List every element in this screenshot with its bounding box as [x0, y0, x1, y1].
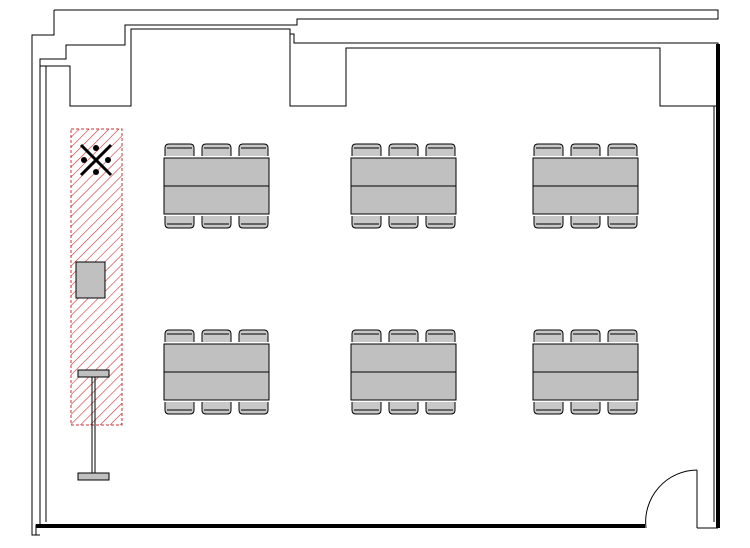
stand-base	[77, 472, 110, 481]
chair-top	[164, 329, 195, 342]
projector-cross-icon	[79, 143, 113, 177]
table-group-2-1	[163, 329, 270, 415]
chair-top	[533, 329, 564, 342]
chair-top	[425, 329, 456, 342]
table-bottom	[532, 185, 639, 215]
chair-top	[425, 143, 456, 156]
chair-top	[388, 143, 419, 156]
chair-bottom	[238, 216, 269, 229]
outer-wall-top	[35, 9, 719, 535]
screen-stand	[77, 369, 110, 481]
table-group-1-1	[163, 143, 270, 229]
chair-bottom	[201, 402, 232, 415]
table-top	[532, 157, 639, 187]
chair-top	[164, 143, 195, 156]
chair-bottom	[201, 216, 232, 229]
table-group-2-2	[350, 329, 457, 415]
thick-walls	[36, 44, 720, 528]
lectern	[75, 261, 106, 299]
table-groups	[163, 143, 639, 415]
chair-bottom	[570, 402, 601, 415]
table-bottom	[350, 185, 457, 215]
chair-top	[533, 143, 564, 156]
table-top	[532, 343, 639, 373]
chair-bottom	[388, 402, 419, 415]
table-bottom	[350, 371, 457, 401]
table-top	[163, 343, 270, 373]
chair-bottom	[425, 216, 456, 229]
chair-top	[388, 329, 419, 342]
chair-bottom	[533, 216, 564, 229]
door-swing-arc	[645, 469, 698, 529]
table-bottom	[532, 371, 639, 401]
chair-bottom	[351, 216, 382, 229]
chair-top	[351, 329, 382, 342]
table-bottom	[163, 371, 270, 401]
chair-top	[201, 143, 232, 156]
table-top	[163, 157, 270, 187]
chair-top	[570, 329, 601, 342]
chair-bottom	[164, 216, 195, 229]
chair-bottom	[351, 402, 382, 415]
chair-top	[238, 329, 269, 342]
chair-bottom	[238, 402, 269, 415]
chair-bottom	[533, 402, 564, 415]
chair-bottom	[607, 216, 638, 229]
projector-dots	[81, 145, 111, 175]
table-group-1-2	[350, 143, 457, 229]
outer-wall-left	[31, 10, 55, 536]
table-bottom	[163, 185, 270, 215]
chair-bottom	[607, 402, 638, 415]
teaching-zone	[70, 128, 123, 426]
chair-bottom	[425, 402, 456, 415]
door	[645, 469, 718, 529]
stand-top-bar	[77, 369, 110, 378]
chair-top	[351, 143, 382, 156]
table-top	[350, 343, 457, 373]
chair-top	[607, 143, 638, 156]
chair-bottom	[164, 402, 195, 415]
chair-top	[607, 329, 638, 342]
inner-wall-top	[40, 28, 719, 107]
table-group-1-3	[532, 143, 639, 229]
table-group-2-3	[532, 329, 639, 415]
walls	[31, 9, 719, 536]
chair-top	[570, 143, 601, 156]
chair-bottom	[388, 216, 419, 229]
chair-top	[238, 143, 269, 156]
table-top	[350, 157, 457, 187]
chair-top	[201, 329, 232, 342]
chair-bottom	[570, 216, 601, 229]
